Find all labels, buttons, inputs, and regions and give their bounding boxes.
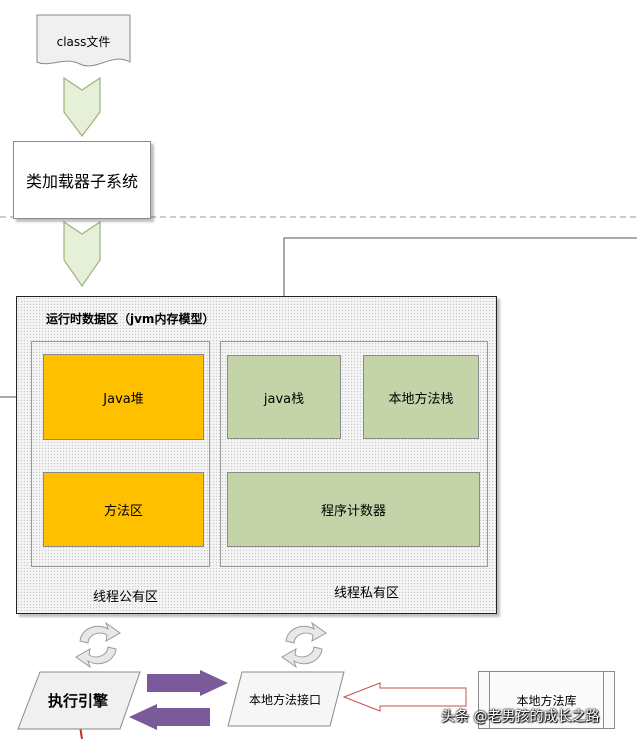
down-chevron-arrow-1 (63, 76, 101, 137)
method-area-box: 方法区 (43, 472, 204, 547)
shared-region-label: 线程公有区 (93, 590, 159, 605)
private-region-label: 线程私有区 (334, 586, 400, 601)
native-library-right-bar (603, 672, 604, 728)
java-stack-label: java栈 (263, 391, 305, 407)
refresh-cycle-icon-1 (75, 621, 121, 669)
down-chevron-arrow-2 (63, 220, 101, 288)
java-heap-label: Java堆 (103, 391, 144, 407)
native-method-stack-label: 本地方法栈 (388, 391, 454, 407)
refresh-cycle-icon-2 (281, 621, 327, 669)
native-interface-label: 本地方法接口 (248, 692, 321, 707)
left-purple-arrow (129, 704, 210, 730)
class-file-label: class文件 (56, 34, 111, 49)
native-method-stack-box: 本地方法栈 (363, 355, 479, 439)
class-loader-label: 类加载器子系统 (25, 172, 138, 191)
method-area-label: 方法区 (103, 504, 143, 519)
watermark-text: 头条 @老男孩的成长之路 (441, 709, 600, 725)
exec-engine-label: 执行引擎 (47, 691, 108, 710)
java-heap-box: Java堆 (43, 354, 204, 440)
native-library-left-bar (489, 672, 490, 728)
left-red-outline-arrow (342, 682, 467, 712)
runtime-area-title: 运行时数据区（jvm内存模型） (46, 312, 215, 326)
class-loader-box: 类加载器子系统 (13, 141, 151, 219)
native-library-label: 本地方法库 (516, 693, 577, 708)
right-purple-arrow (147, 670, 228, 696)
native-library-box: 本地方法库 (478, 671, 615, 729)
java-stack-box: java栈 (227, 355, 341, 439)
program-counter-label: 程序计数器 (320, 504, 386, 519)
program-counter-box: 程序计数器 (227, 472, 480, 547)
